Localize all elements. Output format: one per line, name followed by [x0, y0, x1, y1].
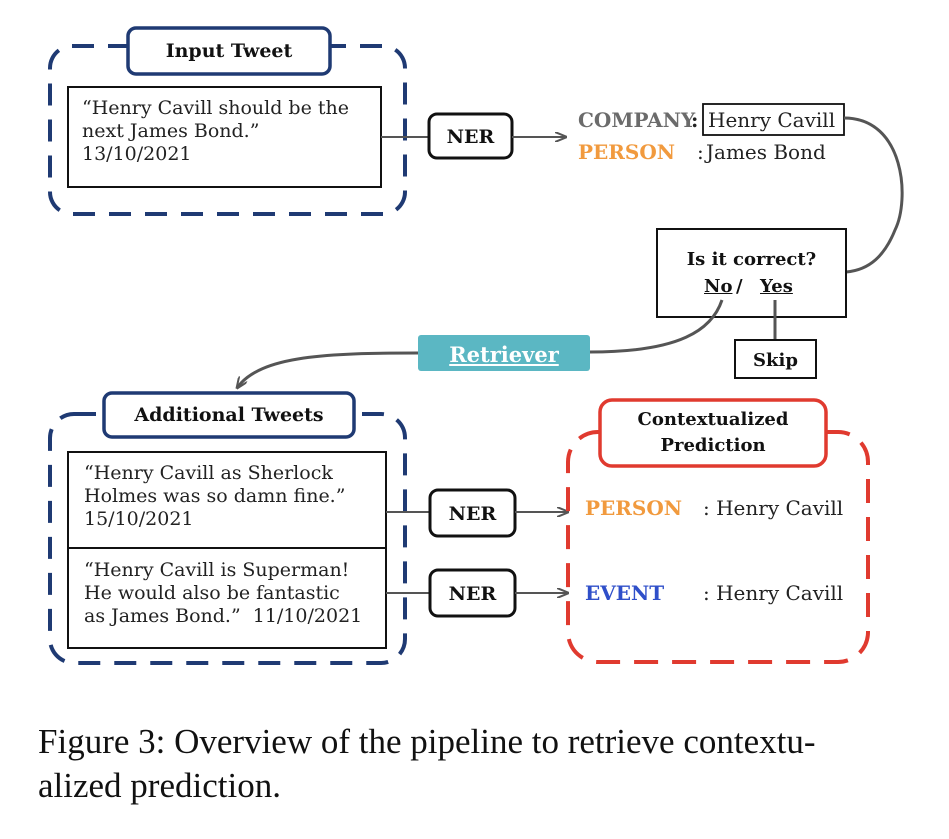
input-tweet-text-box	[67, 86, 382, 188]
to-check-curve	[843, 116, 904, 274]
no-option: No	[704, 276, 733, 297]
additional-tweets-title: Additional Tweets	[134, 404, 324, 426]
pipeline-diagram	[48, 26, 904, 665]
ner-label-3: NER	[448, 583, 497, 605]
contextualized-title-line-1: Contextualized	[637, 409, 789, 430]
input-tweet-date: 13/10/2021	[82, 143, 192, 165]
context-event-value: : Henry Cavill	[703, 581, 844, 605]
input-tweet-line-1: “Henry Cavill should be the	[82, 97, 349, 119]
additional-tweet-2-line-3: as James Bond.” 11/10/2021	[84, 605, 363, 627]
retriever-to-additional-arrow	[237, 351, 419, 388]
caption-line-2: alized prediction.	[38, 766, 281, 805]
check-yes: Yes	[760, 276, 793, 297]
no-to-retriever-curve	[589, 299, 724, 354]
additional-tweet-1-date: 15/10/2021	[84, 508, 194, 530]
additional-tweet-2-line-1: “Henry Cavill is Superman!	[84, 559, 350, 581]
input-tweet-title-box	[126, 26, 332, 76]
ner-label-2: NER	[448, 503, 497, 525]
person-value: James Bond	[706, 140, 826, 164]
input-tweet-title: Input Tweet	[165, 40, 293, 62]
contextualized-title-box	[598, 398, 828, 468]
retriever-box	[418, 335, 590, 371]
company-colon: :	[691, 108, 699, 132]
additional-tweet-2-line-2: He would also be fantastic	[84, 582, 340, 604]
ner-label-1: NER	[446, 126, 495, 148]
skip-label: Skip	[753, 350, 798, 371]
context-person-value: : Henry Cavill	[703, 496, 844, 520]
additional-tweet-1-line-2: Holmes was so damn fine.”	[84, 485, 346, 507]
retriever-text: Retriever	[449, 342, 559, 367]
contextualized-title-line-2: Prediction	[660, 435, 766, 456]
additional-tweet-1-line-1: “Henry Cavill as Sherlock	[84, 462, 333, 484]
company-tag: COMPANY	[578, 108, 696, 132]
additional-tweets-title-box	[102, 391, 356, 439]
company-value: Henry Cavill	[708, 108, 836, 132]
context-person-tag: PERSON	[585, 496, 683, 520]
caption-line-1: Figure 3: Overview of the pipeline to re…	[38, 722, 816, 761]
additional-tweet-2-box	[67, 547, 387, 649]
context-event-tag: EVENT	[585, 581, 665, 605]
person-tag: PERSON	[578, 140, 676, 164]
input-tweet-line-2: next James Bond.”	[82, 120, 260, 142]
yes-option: Yes	[760, 276, 793, 297]
skip-box	[734, 339, 817, 379]
check-box	[656, 228, 847, 318]
person-colon: :	[697, 140, 704, 164]
check-question: Is it correct?	[686, 249, 817, 270]
retriever-label: Retriever	[418, 342, 590, 367]
figure-caption: Figure 3: Overview of the pipeline to re…	[38, 720, 918, 808]
check-slash: /	[736, 276, 743, 297]
check-no: No	[704, 276, 732, 297]
